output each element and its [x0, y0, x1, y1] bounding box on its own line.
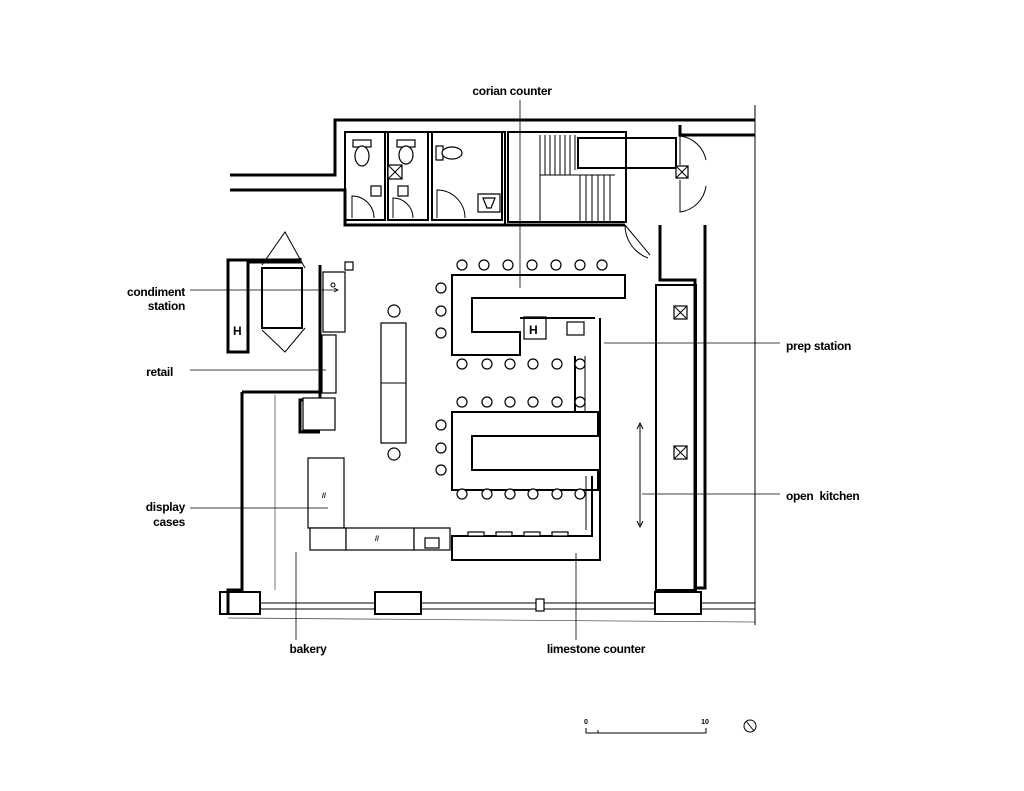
svg-text:H: H [529, 323, 537, 337]
leader-lines [190, 100, 780, 640]
label-retail: retail [146, 365, 173, 379]
handicap-symbol: H [233, 324, 241, 338]
stools [435, 259, 608, 537]
label-prep-station: prep station [786, 339, 851, 353]
label-corian-counter: corian counter [472, 84, 552, 98]
north-arrow-icon [743, 719, 757, 733]
labels: corian counter condiment station retail … [127, 84, 860, 656]
label-station: station [148, 299, 185, 313]
scale-start: 0 [584, 719, 588, 726]
label-display: display [146, 500, 186, 514]
label-cases: cases [153, 515, 185, 529]
label-limestone-counter: limestone counter [547, 642, 646, 656]
retail-display: // // [302, 334, 451, 551]
stairs [507, 131, 707, 259]
entry-vestibule: H [233, 231, 354, 353]
center-table [380, 304, 407, 461]
open-kitchen [636, 284, 697, 591]
scale-bar: 0 10 [584, 719, 709, 734]
label-open-kitchen: open kitchen [786, 489, 859, 503]
label-condiment: condiment [127, 285, 185, 299]
corian-counter: H [451, 274, 626, 561]
restrooms [344, 131, 506, 225]
scale-end: 10 [701, 719, 709, 726]
label-bakery: bakery [290, 642, 328, 656]
svg-text://: // [322, 493, 326, 500]
exterior-walls [219, 105, 756, 625]
svg-text://: // [375, 536, 379, 543]
